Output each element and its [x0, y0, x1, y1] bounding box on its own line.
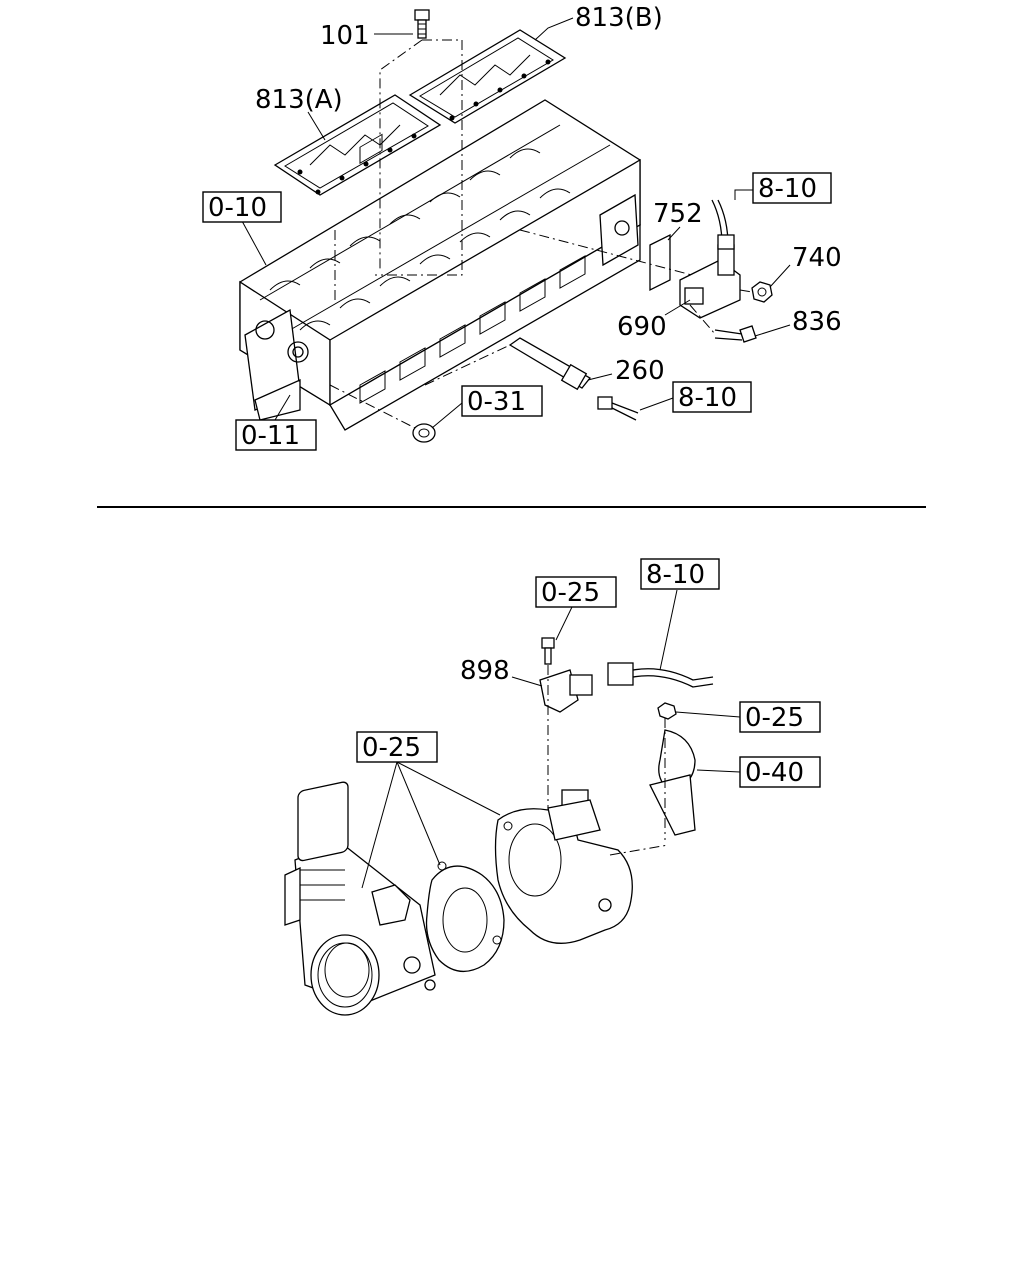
gasket-813a [273, 94, 442, 196]
label-box-8-10 [640, 558, 720, 590]
label-752: 752 [653, 199, 703, 229]
sensor-260 [424, 337, 591, 391]
label-box-8-10-lower [672, 381, 752, 413]
label-box-8-10-upper [752, 172, 832, 204]
bolt-paths [334, 39, 463, 300]
bottom-exploded-view: 8-10 0-25 898 0-25 0-40 0-25 [284, 558, 821, 1016]
cylinder-head [239, 99, 641, 431]
label-260: 260 [615, 356, 665, 386]
label-813a: 813(A) [255, 85, 343, 115]
label-690: 690 [617, 312, 667, 342]
label-898: 898 [460, 656, 510, 686]
bolt-836 [689, 304, 757, 343]
intake-adapter [494, 789, 633, 944]
leader-lines-top [241, 17, 791, 429]
top-exploded-view: 101 813(B) 813(A) 0-10 8-10 752 740 690 … [202, 3, 842, 451]
throttle-gasket [425, 861, 505, 972]
label-box-0-10 [202, 191, 282, 223]
bolt-101 [414, 9, 430, 39]
gasket-813b [408, 29, 567, 124]
bracket-0-40 [609, 702, 696, 856]
label-box-0-40 [739, 756, 821, 788]
connector-lower [597, 396, 639, 421]
label-813b: 813(B) [575, 3, 663, 33]
harness-connector [607, 662, 714, 688]
throttle-body [284, 781, 436, 1016]
label-101: 101 [320, 21, 370, 51]
label-8-10-lower: 8-10 [678, 383, 737, 413]
label-836: 836 [792, 307, 842, 337]
plug-0-31 [329, 384, 436, 443]
label-box-0-31 [461, 385, 543, 417]
label-0-25-top: 0-25 [541, 578, 600, 608]
leader-lines-bottom [361, 589, 741, 889]
label-0-31: 0-31 [467, 387, 526, 417]
label-8-10: 8-10 [646, 560, 705, 590]
label-box-0-25-top [535, 576, 617, 608]
nut-740 [739, 281, 773, 303]
label-0-10: 0-10 [208, 193, 267, 223]
front-casting [244, 308, 309, 421]
intake-ports [359, 133, 586, 404]
top-labels: 101 813(B) 813(A) 0-10 8-10 752 740 690 … [202, 3, 842, 451]
bottom-labels: 8-10 0-25 898 0-25 0-40 0-25 [356, 558, 821, 788]
label-0-25-left: 0-25 [362, 733, 421, 763]
sensor-690 [519, 199, 741, 319]
sensor-898 [539, 637, 593, 810]
label-0-40: 0-40 [745, 758, 804, 788]
label-740: 740 [792, 243, 842, 273]
label-box-0-11 [235, 419, 317, 451]
label-8-10-upper: 8-10 [758, 174, 817, 204]
label-0-25-right: 0-25 [745, 703, 804, 733]
cam-journals [259, 124, 611, 331]
label-box-0-25-right [739, 701, 821, 733]
label-0-11: 0-11 [241, 421, 300, 451]
label-box-0-25-left [356, 731, 438, 763]
